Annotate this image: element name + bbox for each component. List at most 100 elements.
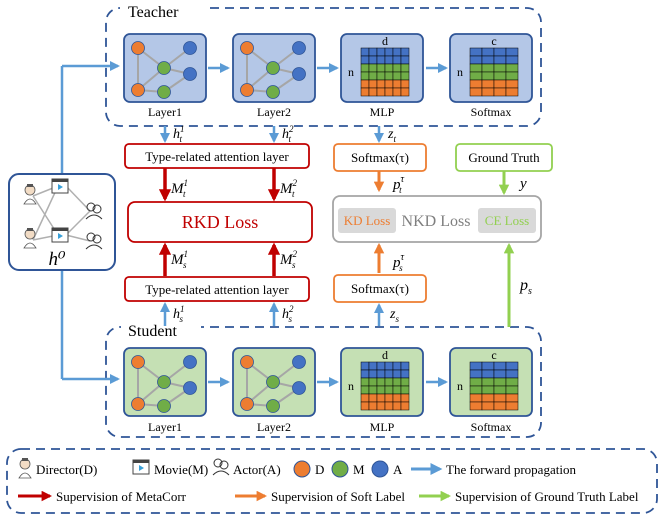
legend-gt-label: Supervision of Ground Truth Label — [455, 489, 639, 504]
teacher-mlp-matrix: dn — [340, 33, 424, 103]
matrix-cell — [493, 377, 507, 387]
matrix-cell — [469, 361, 483, 371]
matrix-cell — [400, 385, 410, 395]
movie-icon — [132, 459, 150, 475]
matrix-cell — [368, 55, 378, 65]
matrix-cell — [360, 47, 370, 57]
matrix-cell — [392, 71, 402, 81]
rkd-loss-box — [127, 201, 313, 243]
matrix-cell — [505, 393, 519, 403]
ce-loss-badge — [478, 208, 536, 233]
matrix-cell — [481, 369, 495, 379]
graph-node — [183, 381, 197, 395]
matrix-cell — [384, 369, 394, 379]
matrix-cell — [469, 401, 483, 411]
matrix-cell — [469, 87, 483, 97]
matrix-cell — [493, 87, 507, 97]
matrix-cell — [493, 401, 507, 411]
matrix-col-label: c — [491, 348, 496, 362]
student-layer2-graph — [232, 347, 316, 417]
matrix-cell — [384, 63, 394, 73]
matrix-cell — [481, 79, 495, 89]
matrix-cell — [469, 377, 483, 387]
matrix-cell — [493, 369, 507, 379]
matrix-cell — [376, 377, 386, 387]
matrix-cell — [392, 55, 402, 65]
matrix-cell — [376, 361, 386, 371]
graph-node — [131, 355, 145, 369]
y-symbol: y — [518, 176, 527, 192]
matrix-cell — [360, 71, 370, 81]
graph-node — [183, 67, 197, 81]
matrix-cell — [392, 87, 402, 97]
matrix-cell — [376, 401, 386, 411]
matrix-cell — [400, 47, 410, 57]
graph-node — [266, 399, 280, 413]
actor-icon — [85, 232, 103, 250]
matrix-cell — [481, 393, 495, 403]
input-frame — [8, 173, 116, 271]
student-softmax-matrix: cn — [449, 347, 533, 417]
matrix-cell — [368, 361, 378, 371]
movie-icon — [51, 178, 69, 194]
matrix-cell — [481, 401, 495, 411]
graph-node — [266, 375, 280, 389]
matrix-cell — [505, 71, 519, 81]
legend-m: M — [353, 462, 365, 477]
rkd-loss-label: RKD Loss — [182, 212, 259, 232]
matrix-cell — [384, 377, 394, 387]
matrix-cell — [481, 377, 495, 387]
matrix-cell — [384, 79, 394, 89]
matrix-cell — [400, 63, 410, 73]
teacher-group: Teacher Layer1 Layer2 dn MLP cn Softmax — [105, 0, 542, 127]
matrix-cell — [493, 361, 507, 371]
graph-node — [292, 381, 306, 395]
teacher-softmax-label: Softmax — [471, 105, 512, 119]
teacher-softmax-matrix: cn — [449, 33, 533, 103]
matrix-col-label: d — [382, 348, 388, 362]
matrix-cell — [392, 47, 402, 57]
matrix-cell — [392, 79, 402, 89]
matrix-cell — [469, 385, 483, 395]
matrix-cell — [368, 377, 378, 387]
matrix-cell — [360, 87, 370, 97]
teacher-layer1-graph — [123, 33, 207, 103]
matrix-cell — [384, 385, 394, 395]
student-title: Student — [128, 323, 177, 340]
matrix-cell — [360, 377, 370, 387]
graph-node — [240, 355, 254, 369]
matrix-cell — [392, 361, 402, 371]
nkd-loss-label: NKD Loss — [402, 213, 471, 230]
legend-metacorr: Supervision of MetaCorr — [56, 489, 187, 504]
matrix-row-label: n — [348, 379, 354, 393]
softmax-tau-bottom-label: Softmax(τ) — [351, 281, 409, 296]
matrix-cell — [505, 377, 519, 387]
softmax-tau-bottom — [333, 274, 427, 303]
legend-m-node — [331, 460, 349, 478]
z-s-symbol: zs — [389, 307, 399, 324]
matrix-cell — [368, 385, 378, 395]
softmax-tau-top-label: Softmax(τ) — [351, 150, 409, 165]
legend-forward: The forward propagation — [446, 462, 576, 477]
input-label: h⁰ — [48, 249, 66, 270]
student-layer2-label: Layer2 — [257, 420, 291, 434]
matrix-cell — [481, 55, 495, 65]
teacher-title-bg — [120, 0, 204, 20]
graph-node — [131, 397, 145, 411]
matrix-cell — [376, 369, 386, 379]
matrix-cell — [469, 55, 483, 65]
teacher-layer2-graph — [232, 33, 316, 103]
matrix-cell — [376, 79, 386, 89]
matrix-cell — [493, 393, 507, 403]
matrix-cell — [469, 393, 483, 403]
matrix-cell — [469, 47, 483, 57]
matrix-cell — [376, 63, 386, 73]
attention-layer-bottom-label: Type-related attention layer — [145, 282, 289, 297]
